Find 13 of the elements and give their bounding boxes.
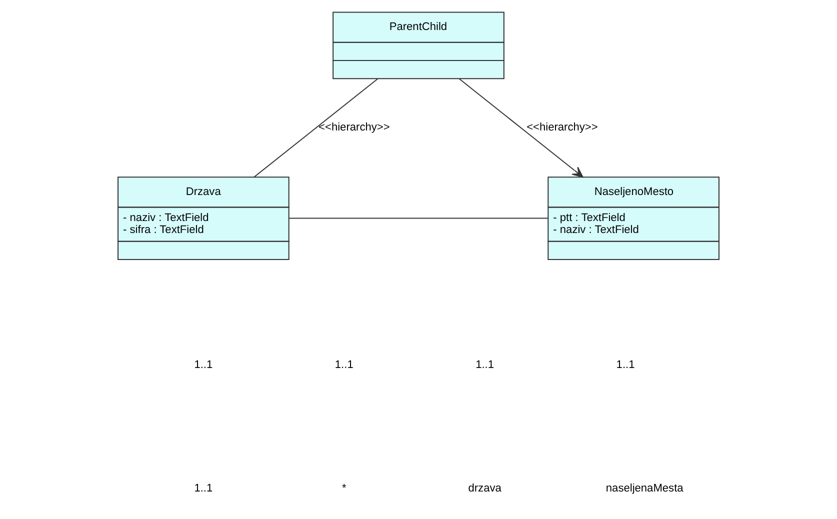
label: 1..1	[616, 358, 635, 371]
connector	[254, 78, 378, 178]
label: naseljenaMesta	[606, 482, 684, 494]
label: *	[342, 482, 346, 494]
label: drzava	[468, 482, 502, 494]
label: 1..1	[194, 358, 213, 371]
label: 1..1	[194, 482, 213, 494]
edge-label: <<hierarchy>>	[526, 122, 598, 134]
arrow	[458, 78, 584, 178]
connector	[289, 218, 548, 219]
label: 1..1	[334, 358, 354, 371]
edge-label: <<hierarchy>>	[318, 122, 390, 134]
label: 1..1	[476, 358, 494, 371]
